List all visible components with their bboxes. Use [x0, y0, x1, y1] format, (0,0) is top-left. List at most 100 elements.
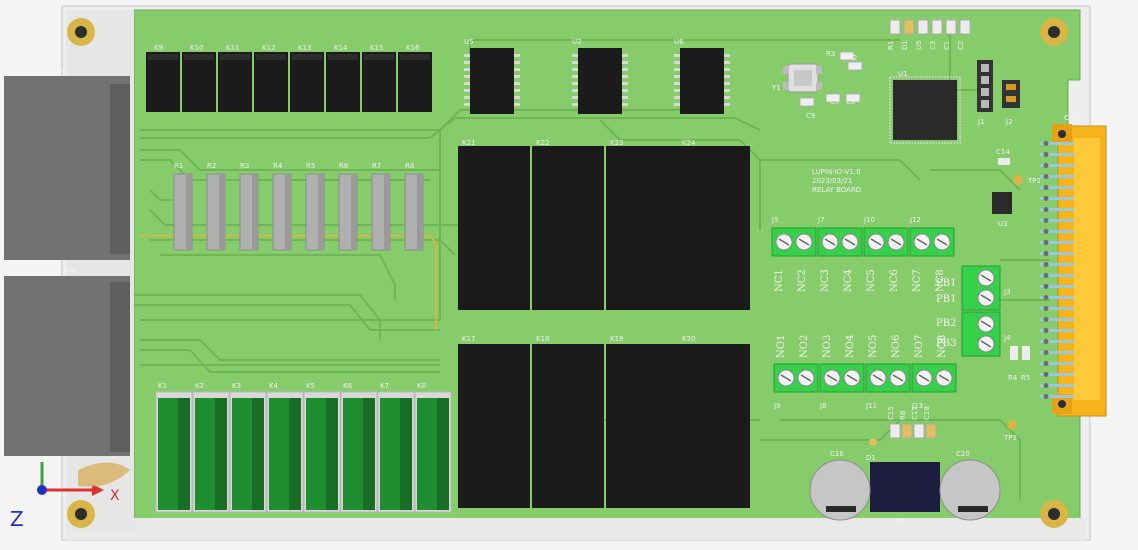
- crystal-label: Y1: [771, 84, 781, 92]
- resistor-r3[interactable]: R3: [239, 162, 259, 251]
- terminal-pb-label: PB1: [936, 278, 956, 289]
- connector-right[interactable]: CN1: [1052, 114, 1107, 417]
- connector-left-bottom-label: P3: [66, 268, 75, 276]
- reg-u3[interactable]: U3 C14 TP2: [992, 148, 1041, 228]
- relay-big-k20[interactable]: K20: [678, 335, 750, 508]
- mcu-chip[interactable]: U1: [889, 70, 961, 144]
- smd-label: U5: [915, 40, 923, 50]
- resistor-r4[interactable]: R4: [272, 162, 292, 251]
- ic-u2[interactable]: U2: [572, 38, 628, 114]
- edge-pin-via: [1043, 240, 1049, 245]
- connector-right-label: CN1: [1064, 114, 1079, 122]
- resistor-r5[interactable]: R5: [305, 162, 325, 251]
- reg-u3-label: U3: [998, 220, 1008, 228]
- mcu-label: U1: [898, 70, 908, 78]
- relay-green-k3[interactable]: K3: [229, 382, 267, 513]
- resistor-r1[interactable]: R1: [173, 162, 193, 251]
- edge-pin-via: [1043, 273, 1049, 278]
- relay-big-k22[interactable]: K22: [532, 139, 604, 310]
- edge-pin-via: [1043, 163, 1049, 168]
- relay-big-k19[interactable]: K19: [606, 335, 678, 508]
- relay-small-label: K15: [370, 44, 384, 52]
- relay-small-k15[interactable]: K15: [362, 44, 396, 112]
- relay-green-k6[interactable]: K6: [340, 382, 378, 513]
- edge-pin-via: [1043, 141, 1049, 146]
- passive-r2-label: R2: [848, 54, 857, 62]
- tp3[interactable]: TP3: [1003, 420, 1017, 442]
- relay-green-k5[interactable]: K5: [303, 382, 341, 513]
- relay-green-k4[interactable]: K4: [266, 382, 304, 513]
- edge-pin: [1040, 307, 1074, 310]
- relay-green-k8[interactable]: K8: [414, 382, 452, 513]
- relay-green-k2[interactable]: K2: [192, 382, 230, 513]
- mount-hole-bottom-left: [67, 500, 95, 528]
- edge-pin-via: [1043, 339, 1049, 344]
- terminal-nc-pin-label: NC5: [866, 269, 877, 292]
- connector-left-bottom[interactable]: P3: [4, 268, 130, 456]
- relay-small-k12[interactable]: K12: [254, 44, 288, 112]
- edge-pin: [1040, 208, 1074, 211]
- edge-pin-via: [1043, 306, 1049, 311]
- terminal-pb-j4[interactable]: J4: [961, 311, 1011, 357]
- cap-right-label: C20: [956, 450, 970, 458]
- relay-small-k16[interactable]: K16: [398, 44, 432, 112]
- terminal-no-j13[interactable]: J13: [911, 363, 957, 410]
- relay-small-k9[interactable]: K9: [146, 44, 180, 112]
- resistor-r7[interactable]: R7: [371, 162, 391, 251]
- relay-big-k24[interactable]: K24: [678, 139, 750, 310]
- power-tiny-r8: R8: [899, 411, 913, 439]
- cap-left[interactable]: C16: [809, 450, 871, 521]
- relay-big-k18[interactable]: K18: [532, 335, 604, 508]
- resistor-r6[interactable]: R6: [338, 162, 358, 251]
- board-text-1: LUPIN-IO-V1.0: [812, 168, 861, 176]
- relay-small-k13[interactable]: K13: [290, 44, 324, 112]
- edge-pin-via: [1043, 394, 1049, 399]
- header-j1[interactable]: J1: [977, 60, 993, 126]
- terminal-nc-j5[interactable]: J5: [771, 216, 817, 257]
- relay-green-k7[interactable]: K7: [377, 382, 415, 513]
- smd-u5: U5: [915, 19, 929, 50]
- power-led: D1: [866, 438, 877, 462]
- edge-pin-via: [1043, 361, 1049, 366]
- resistor-label: R1: [174, 162, 183, 170]
- relay-small-k11[interactable]: K11: [218, 44, 252, 112]
- connector-left-top[interactable]: P1: [4, 68, 130, 260]
- edge-pin-via: [1043, 218, 1049, 223]
- header-j2[interactable]: J2: [1002, 80, 1020, 126]
- crystal[interactable]: Y1: [771, 63, 822, 93]
- relay-big-k23[interactable]: K23: [606, 139, 678, 310]
- relay-small-k14[interactable]: K14: [326, 44, 360, 112]
- connector-right-pins: [1040, 141, 1074, 399]
- relay-small-label: K11: [226, 44, 240, 52]
- terminal-no-j11[interactable]: J11: [865, 363, 911, 410]
- relay-green-k1[interactable]: K1: [155, 382, 193, 513]
- cap-right[interactable]: C20: [939, 450, 1001, 521]
- terminal-no-j9[interactable]: J9: [773, 363, 819, 410]
- terminal-no-pin-label: NO6: [891, 335, 902, 358]
- resistor-r8[interactable]: R8: [404, 162, 424, 251]
- relay-green-label: K7: [380, 382, 389, 390]
- terminal-no-j8[interactable]: J8: [819, 363, 865, 410]
- terminal-no-pin-label: NO8: [937, 335, 948, 358]
- terminal-nc-j10[interactable]: J10: [863, 216, 909, 257]
- terminal-nc-j7[interactable]: J7: [817, 216, 863, 257]
- relay-small-label: K12: [262, 44, 276, 52]
- resistor-r2[interactable]: R2: [206, 162, 226, 251]
- ic-u6[interactable]: U6: [674, 38, 730, 114]
- terminal-no-pin-label: NO4: [845, 335, 856, 358]
- relay-big-label: K17: [462, 335, 476, 343]
- terminal-nc-ref: J7: [817, 216, 825, 224]
- relay-small-k10[interactable]: K10: [182, 44, 216, 112]
- smd-c3: C3: [929, 19, 943, 50]
- relay-big-k21[interactable]: K21: [458, 139, 530, 310]
- ic-u5[interactable]: U5: [464, 38, 520, 114]
- relay-big-k17[interactable]: K17: [458, 335, 530, 508]
- terminal-nc-j12[interactable]: J12: [909, 216, 955, 257]
- edge-pin: [1040, 373, 1074, 376]
- terminal-pb-j3[interactable]: J3: [961, 265, 1011, 311]
- resistor-label: R7: [372, 162, 381, 170]
